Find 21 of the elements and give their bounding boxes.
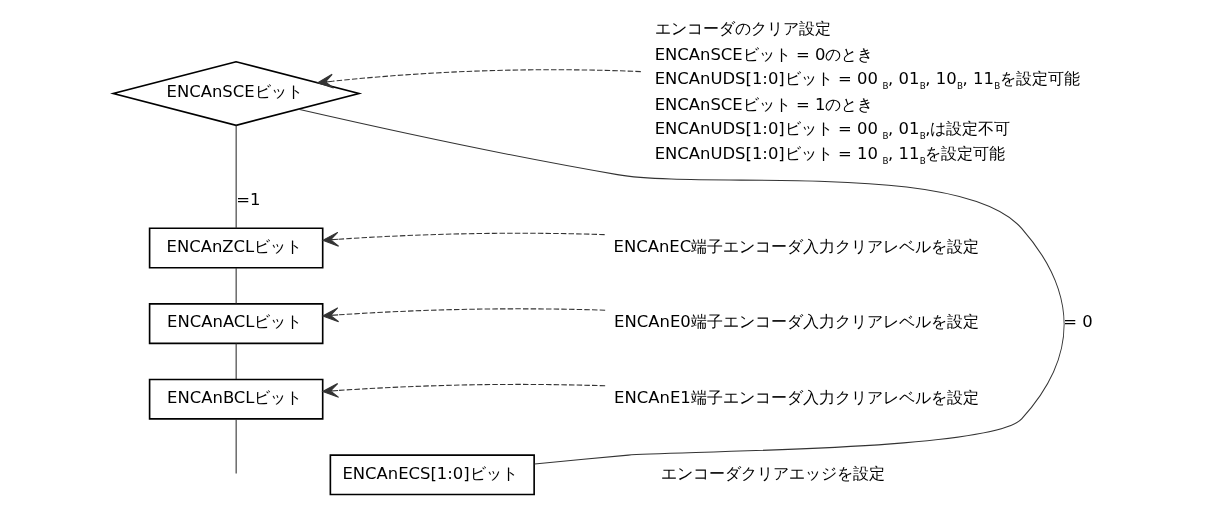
connector bbox=[235, 343, 237, 380]
node-box: ENCAnECS[1:0]ビット bbox=[329, 454, 535, 496]
node-text: ENCAnEC端子エンコーダ入力クリアレベルを設定 bbox=[613, 236, 979, 256]
arrow bbox=[321, 307, 606, 323]
node-box: ENCAnACLビット bbox=[148, 303, 323, 345]
connector bbox=[235, 267, 237, 304]
node-box: ENCAnBCLビット bbox=[148, 378, 323, 420]
node-box: ENCAnZCLビット bbox=[148, 227, 323, 269]
edge-label: =1 bbox=[235, 190, 260, 210]
node-text: ENCAnE1端子エンコーダ入力クリアレベルを設定 bbox=[613, 388, 979, 408]
connector bbox=[297, 108, 1065, 465]
connector bbox=[235, 418, 237, 475]
node-diamond: ENCAnSCEビット bbox=[109, 60, 362, 127]
arrow bbox=[321, 383, 606, 398]
connector bbox=[235, 124, 237, 229]
arrow bbox=[321, 231, 605, 247]
node-text: ENCAnE0端子エンコーダ入力クリアレベルを設定 bbox=[613, 312, 979, 332]
edge-label: = 0 bbox=[1062, 312, 1093, 332]
label: エンコーダクリアエッジを設定 bbox=[660, 463, 885, 483]
node-text: エンコーダのクリア設定 ENCAnSCEビット = 0のとき ENCAnUDS[1:0]ビット = 00$_{B}$, 01$_{B}$, 10$_{B}$, 11$_{B}$を設定可能 ENCAnSCEビット = 1のとき ENCAnUDS[1:0]ビット = 00$_{B}$, 01$_{B}$,は設定不可 ENCAnUDS[1:0]ビット = 10$_{B}$, 11$_{B}$を設定可能 bbox=[654, 19, 1080, 167]
arrow bbox=[316, 69, 641, 89]
